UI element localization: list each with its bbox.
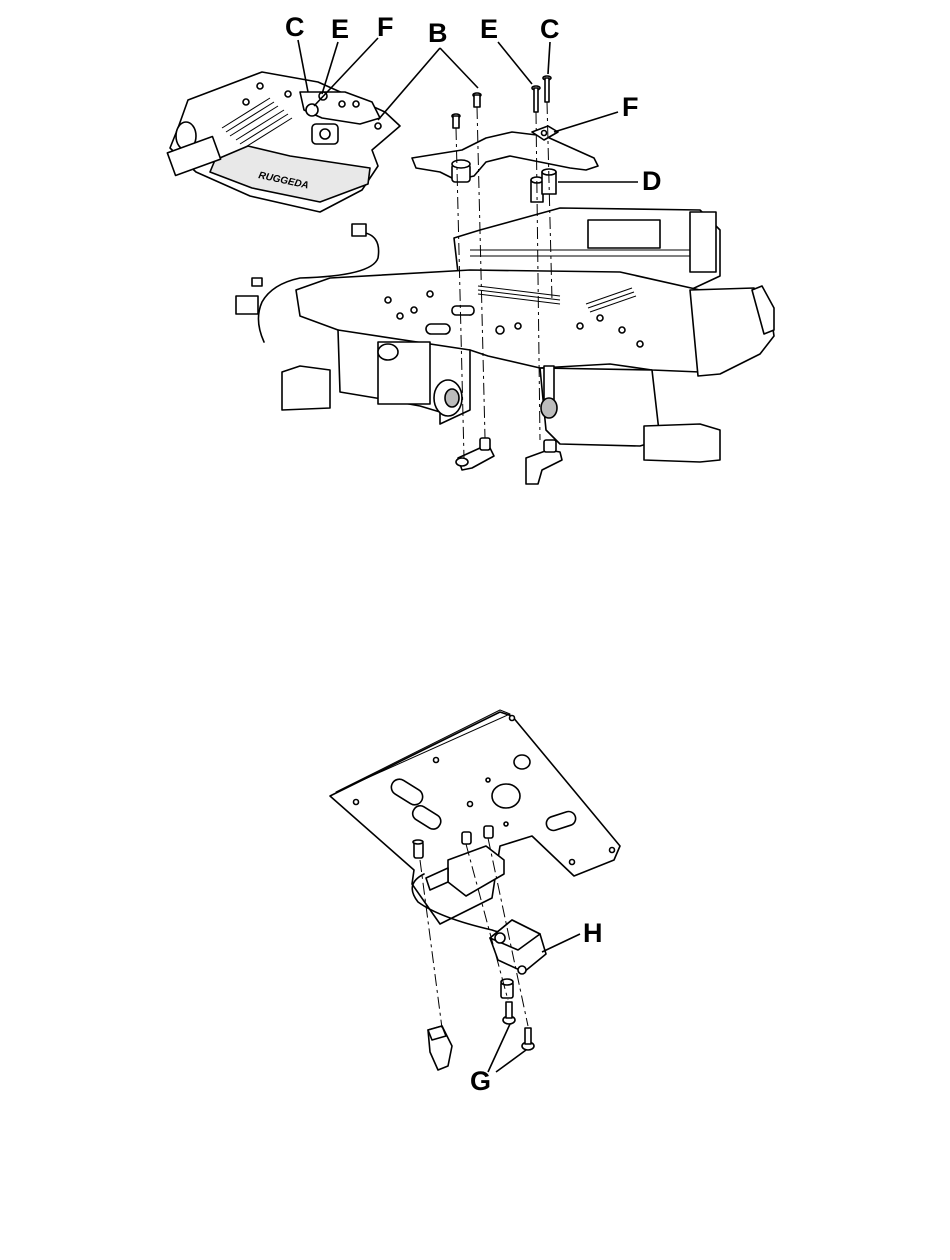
motor-housing [378, 342, 430, 404]
callout-label: F [377, 12, 394, 42]
callout-f-right: F [554, 92, 639, 132]
callout-label: D [642, 166, 662, 196]
screw-c-right [543, 76, 551, 102]
screw-g-left [503, 1002, 515, 1024]
callout-label: F [622, 92, 639, 122]
callout-label: C [540, 14, 560, 44]
screw-b-left [452, 114, 460, 128]
callout-label: E [480, 14, 498, 44]
main-chassis-assembly [236, 208, 774, 462]
callout-label: C [285, 12, 305, 42]
callout-d: D [558, 166, 662, 196]
clip-bracket [428, 1026, 452, 1070]
screw-b-right [473, 93, 481, 107]
callout-e-right: E [480, 14, 532, 84]
spacer-d [531, 169, 556, 202]
callout-label: H [583, 918, 603, 948]
inset-pivot [306, 104, 318, 116]
lower-shaft [541, 366, 557, 418]
screw-g-right [522, 1028, 534, 1050]
bracket-plate [412, 132, 598, 180]
mounting-bracket-left [282, 366, 330, 410]
inset-detail-view: RUGGEDA [167, 72, 400, 212]
cam-follower-top [452, 160, 470, 182]
callout-label: B [428, 18, 448, 48]
callout-h: H [542, 918, 603, 952]
callout-c-right: C [540, 14, 560, 74]
mounting-bracket-right [644, 424, 720, 462]
lower-frame-right [540, 368, 660, 446]
pulley-wheel [434, 380, 462, 416]
base-plate [330, 712, 620, 924]
link-arm-lower-right [526, 440, 562, 484]
bottom-plate-assembly [330, 710, 620, 1070]
callout-g: G [470, 1024, 526, 1096]
inset-cam [312, 124, 338, 144]
screw-e-right [532, 86, 540, 112]
link-arm-lower-left [456, 438, 494, 470]
callout-label: E [331, 14, 349, 44]
